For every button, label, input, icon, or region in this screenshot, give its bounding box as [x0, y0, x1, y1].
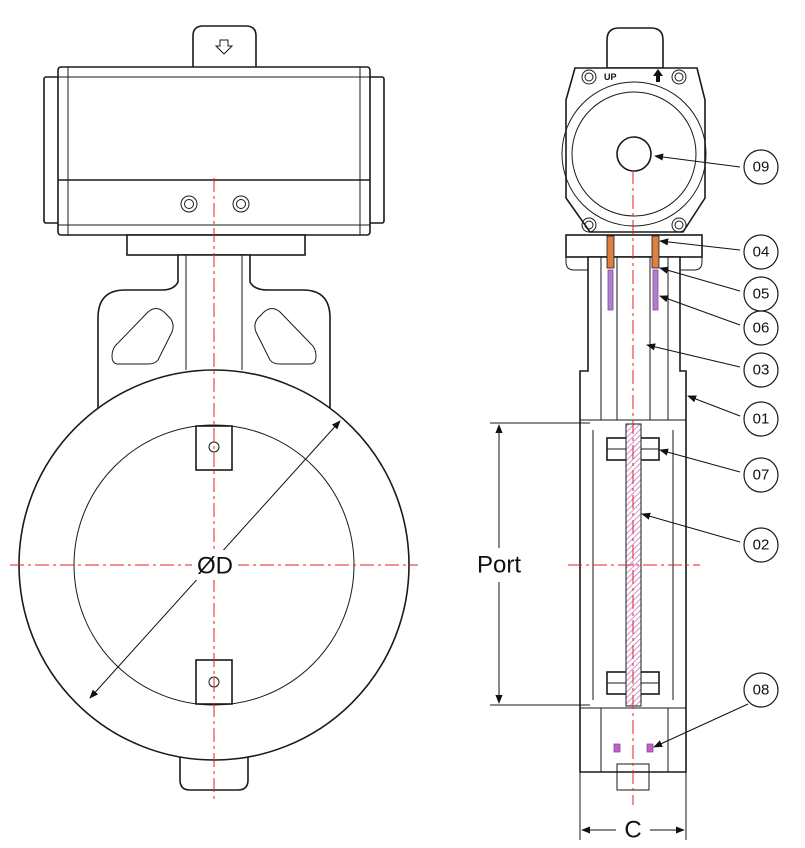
bolt-head-icon	[581, 217, 597, 233]
up-marking: UP	[604, 72, 617, 82]
width-label: C	[624, 817, 641, 844]
bolt-head-icon	[581, 69, 597, 85]
front-view: ØD	[10, 25, 418, 800]
svg-text:05: 05	[753, 286, 770, 303]
body-window	[111, 308, 174, 365]
bushing-right	[651, 235, 660, 269]
port-label: Port	[477, 552, 521, 579]
svg-text:03: 03	[753, 362, 770, 379]
svg-text:07: 07	[753, 467, 770, 484]
bolt-head-icon	[180, 195, 198, 213]
seal-left	[607, 269, 614, 311]
bolt-head-icon	[232, 195, 250, 213]
shaft-bore	[616, 136, 652, 172]
arrow-down-icon	[214, 39, 234, 55]
callout-06	[743, 310, 779, 346]
callout-01	[743, 401, 779, 437]
seal-right	[652, 269, 659, 311]
callout-07	[743, 457, 779, 493]
callouts: 09 04 05 06 03 01 07 02 08	[641, 149, 779, 748]
o-ring-right	[646, 743, 654, 753]
side-view: UP	[470, 27, 707, 844]
body-window	[254, 308, 317, 365]
svg-text:04: 04	[753, 244, 770, 261]
svg-text:09: 09	[753, 159, 770, 176]
arrow-up-icon	[653, 69, 663, 82]
bolt-head-icon	[671, 69, 687, 85]
mounting-plate	[126, 234, 306, 256]
svg-text:08: 08	[753, 682, 770, 699]
diameter-label: ØD	[197, 553, 233, 580]
svg-text:01: 01	[753, 411, 770, 428]
callout-03	[743, 352, 779, 388]
top-flange	[565, 234, 703, 258]
svg-text:06: 06	[753, 320, 770, 337]
svg-text:02: 02	[753, 537, 770, 554]
bushing-left	[606, 235, 615, 269]
callout-02	[743, 527, 779, 563]
callout-04	[743, 234, 779, 270]
position-indicator	[192, 25, 257, 69]
callout-09	[743, 149, 779, 185]
bolt-head-icon	[671, 217, 687, 233]
callout-08	[743, 672, 779, 708]
o-ring-left	[613, 743, 621, 753]
